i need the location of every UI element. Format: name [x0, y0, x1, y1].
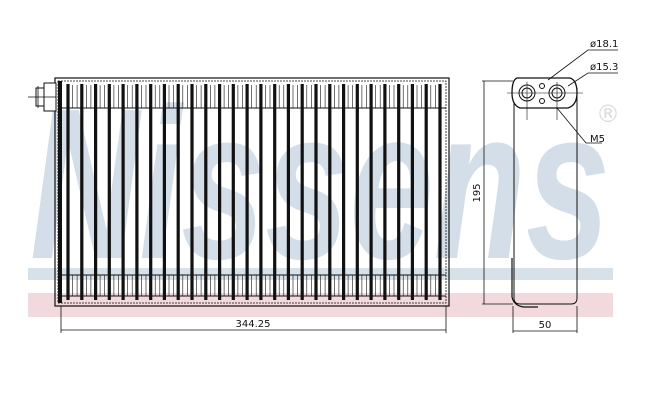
tube [300, 84, 304, 300]
tube [397, 84, 401, 300]
tube [149, 84, 153, 300]
tube [342, 84, 346, 300]
tube [231, 84, 235, 300]
tube [383, 84, 387, 300]
width-dimension [60, 306, 447, 333]
callout-diameter-large: ø18.1 [590, 39, 618, 50]
inlet-connector [28, 82, 57, 112]
tube [190, 84, 194, 300]
front-view [28, 77, 450, 307]
tube [314, 84, 318, 300]
watermark-red-band [28, 293, 613, 317]
tube [259, 84, 263, 300]
left-side-plate [58, 81, 62, 303]
registered-mark-icon: ® [596, 100, 620, 128]
tube [438, 84, 442, 300]
front-view-casing [54, 77, 450, 307]
tube [66, 84, 70, 300]
tube [286, 84, 290, 300]
tube-array [66, 84, 442, 300]
tube [176, 84, 180, 300]
tube [107, 84, 111, 300]
watermark-blue-band [28, 268, 613, 280]
depth-dimension [512, 306, 578, 333]
tube [369, 84, 373, 300]
tube [273, 84, 277, 300]
tube [410, 84, 414, 300]
tube [135, 84, 139, 300]
tube [218, 84, 222, 300]
callout-leaders [547, 49, 618, 144]
tube [424, 84, 428, 300]
height-dimension [482, 80, 513, 305]
tube [121, 84, 125, 300]
height-dimension-label: 195 [472, 183, 483, 202]
depth-dimension-label: 50 [539, 320, 552, 331]
side-view-body [513, 88, 578, 305]
tube [162, 84, 166, 300]
watermark-logo: Nissens [30, 63, 610, 304]
tube [355, 84, 359, 300]
callout-diameter-small: ø15.3 [590, 62, 618, 73]
tube [204, 84, 208, 300]
tube [94, 84, 98, 300]
tube [328, 84, 332, 300]
bolt-hole-bottom [539, 98, 545, 104]
side-view [507, 77, 583, 308]
bolt-hole-top [539, 83, 545, 89]
tube [80, 84, 84, 300]
callout-thread: M5 [590, 134, 605, 145]
tube [245, 84, 249, 300]
width-dimension-label: 344.25 [236, 319, 271, 330]
